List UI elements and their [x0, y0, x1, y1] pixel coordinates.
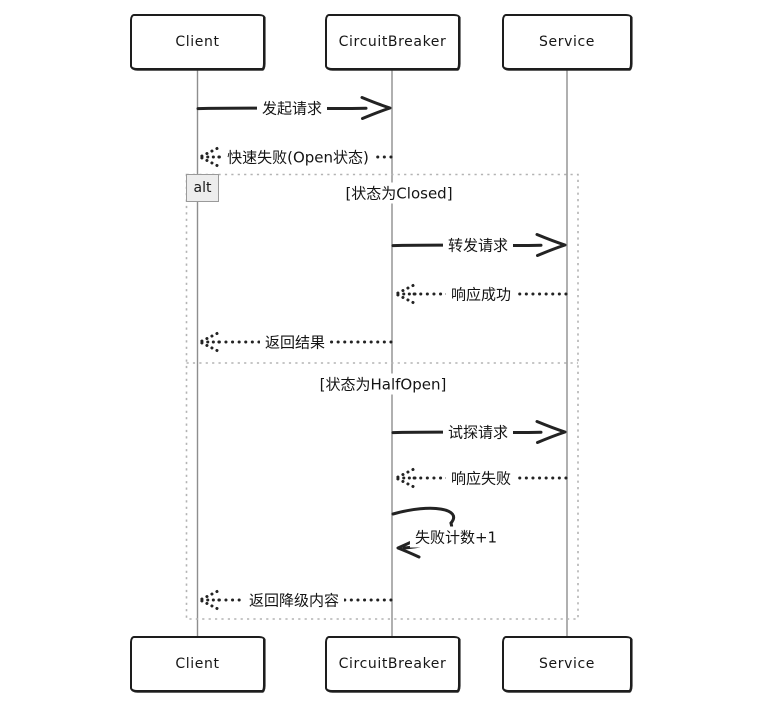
message-arrow-return-result — [198, 332, 393, 352]
actor-box-client-bottom: Client — [130, 636, 265, 692]
actor-box-circuitbreaker-bottom: CircuitBreaker — [325, 636, 460, 692]
message-arrow-response-success — [394, 284, 568, 304]
message-label-forward-request: 转发请求 — [442, 234, 514, 256]
message-label-return-degraded: 返回降级内容 — [243, 589, 345, 611]
message-label-fail-count: 失败计数+1 — [409, 526, 503, 548]
alt-frame-tab: alt — [186, 174, 219, 202]
actor-label: Service — [539, 34, 595, 50]
alt-condition-halfopen: [状态为HalfOpen] — [315, 373, 451, 395]
message-label-initiate-request: 发起请求 — [256, 97, 328, 119]
message-label-fast-fail: 快速失败(Open状态) — [222, 146, 374, 168]
alt-frame-border — [185, 173, 579, 620]
message-label-return-result: 返回结果 — [259, 331, 331, 353]
actor-label: Service — [539, 656, 595, 672]
actor-box-service-bottom: Service — [502, 636, 632, 692]
actor-label: CircuitBreaker — [338, 656, 447, 672]
actor-label: Client — [175, 656, 220, 672]
alt-condition-closed: [状态为Closed] — [341, 182, 457, 204]
actor-label: Client — [175, 34, 220, 50]
message-label-response-success: 响应成功 — [445, 283, 517, 305]
actor-label: CircuitBreaker — [338, 34, 447, 50]
actor-box-circuitbreaker-top: CircuitBreaker — [325, 14, 460, 70]
message-label-probe-request: 试探请求 — [442, 421, 514, 443]
message-arrow-response-fail — [394, 468, 568, 488]
actor-box-service-top: Service — [502, 14, 632, 70]
message-label-response-fail: 响应失败 — [445, 467, 517, 489]
actor-box-client-top: Client — [130, 14, 265, 70]
